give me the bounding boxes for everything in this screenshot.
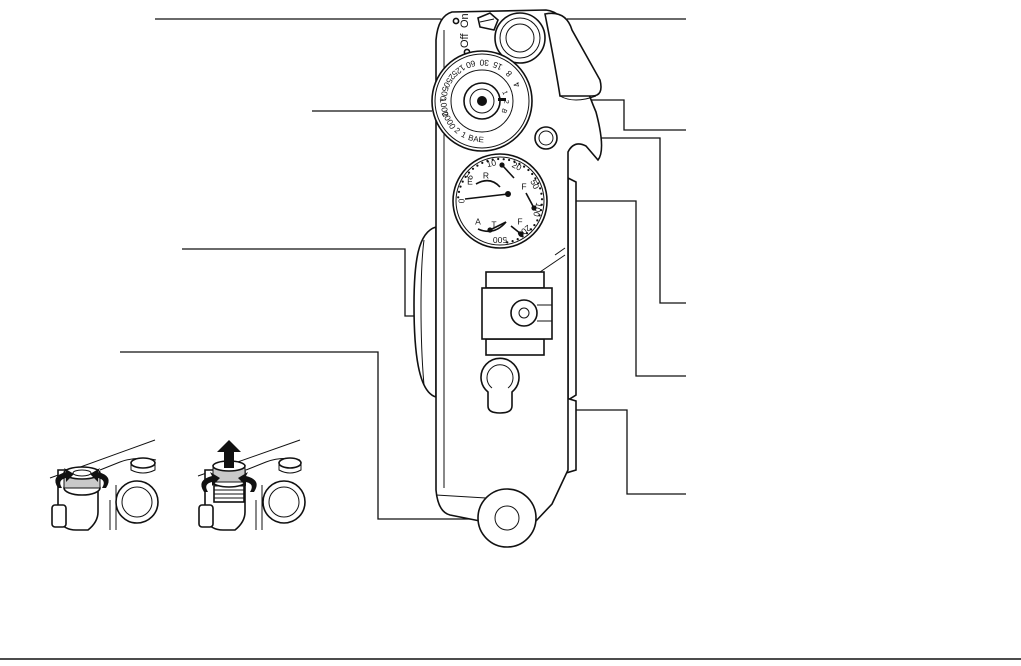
exposure-tick	[529, 228, 533, 231]
switch-label-on: On	[459, 13, 471, 28]
exposure-tick	[508, 158, 511, 162]
pull-up-arrow	[217, 440, 241, 468]
exposure-tick	[461, 180, 464, 183]
exposure-tick	[497, 157, 500, 161]
exposure-scale-label: 5	[464, 172, 475, 182]
exposure-tick	[523, 165, 526, 168]
exposure-letter: E	[467, 176, 473, 186]
exposure-tick	[540, 198, 544, 201]
exposure-tick	[476, 164, 479, 167]
exposure-tick	[464, 175, 467, 178]
exposure-tick	[481, 161, 484, 164]
exposure-letter: F	[521, 181, 526, 191]
exposure-scale-label: 500	[493, 235, 507, 245]
exposure-tick	[486, 159, 489, 162]
exposure-tick	[457, 190, 461, 193]
shutter-inner-label: 2	[502, 100, 509, 104]
exposure-scale-label: 50	[528, 178, 541, 191]
exposure-tick	[506, 241, 509, 244]
exposure-tick	[527, 168, 530, 172]
exposure-tick	[502, 158, 505, 161]
exposure-tick	[457, 196, 460, 199]
rewind-knob[interactable]	[477, 488, 537, 548]
right-side-strip	[567, 176, 577, 402]
lock-button[interactable]	[534, 126, 558, 150]
exposure-tick	[471, 167, 475, 170]
shutter-extra-label: 2	[453, 126, 463, 136]
exposure-scale-label: 20	[510, 160, 523, 173]
exposure-letter-marks: ER F A F T	[467, 170, 526, 229]
exposure-tick	[538, 214, 541, 217]
exposure-letter: A	[475, 216, 481, 226]
shutter-inner-label: B	[499, 107, 507, 114]
exposure-tick	[540, 192, 543, 195]
leader-rewind-knob	[120, 351, 482, 520]
callout-lines	[120, 18, 686, 520]
cable-release-socket[interactable]	[480, 357, 520, 414]
exposure-scale-label: 0	[456, 198, 466, 203]
exposure-tick	[539, 187, 542, 190]
hot-shoe[interactable]	[481, 271, 553, 356]
shutter-speed-label: 4	[511, 80, 522, 89]
switch-dot-on	[452, 17, 460, 25]
exposure-tick	[491, 158, 494, 161]
shutter-inner-label: 1	[500, 90, 508, 96]
exposure-letter: F	[517, 216, 522, 226]
shutter-speed-label: 60	[464, 58, 476, 70]
leader-lock-button	[545, 137, 686, 304]
exposure-tick	[533, 224, 536, 227]
exposure-tick	[511, 240, 514, 243]
left-side-bulge	[413, 225, 437, 399]
exposure-tick	[539, 209, 543, 212]
shutter-speed-label: 30	[479, 58, 489, 69]
exposure-tick-marks	[457, 157, 544, 244]
exposure-scale-label: 10	[486, 157, 498, 169]
hot-shoe-contact	[510, 299, 538, 327]
exposure-tick	[513, 160, 516, 163]
exposure-tick	[536, 219, 539, 222]
switch-lever[interactable]	[477, 12, 499, 31]
shutter-speed-label: 15	[491, 59, 504, 72]
exposure-tick	[531, 172, 534, 176]
shutter-extra-label: AE	[473, 135, 484, 145]
exposure-tick	[534, 177, 537, 180]
inset-pull-up-knob	[197, 439, 306, 531]
inset-rotate-knob	[49, 439, 159, 531]
exposure-letter: T	[491, 219, 496, 229]
shutter-release-grip[interactable]	[544, 12, 602, 101]
switch-label-off: Off	[459, 33, 471, 48]
shutter-speed-label: 500	[438, 86, 451, 102]
shutter-speed-label: 8	[503, 68, 514, 79]
exposure-tick	[540, 203, 543, 206]
shutter-release-lever[interactable]	[544, 12, 602, 97]
exposure-tick	[525, 232, 529, 235]
leader-power-switch	[155, 18, 456, 23]
exposure-letter: R	[483, 170, 489, 180]
viewfinder-eyepiece	[494, 12, 546, 64]
leader-exposure-dial	[541, 200, 686, 377]
exposure-tick	[518, 162, 521, 165]
shutter-extra-label: B	[467, 133, 475, 143]
shutter-extra-label: 1	[460, 130, 469, 140]
exposure-tick	[516, 238, 519, 241]
exposure-tick	[537, 182, 540, 185]
shutter-speed-label: 1000	[438, 97, 451, 118]
exposure-tick	[467, 171, 471, 174]
exposure-tick	[459, 185, 462, 188]
power-switch[interactable]: Off On	[452, 12, 499, 56]
